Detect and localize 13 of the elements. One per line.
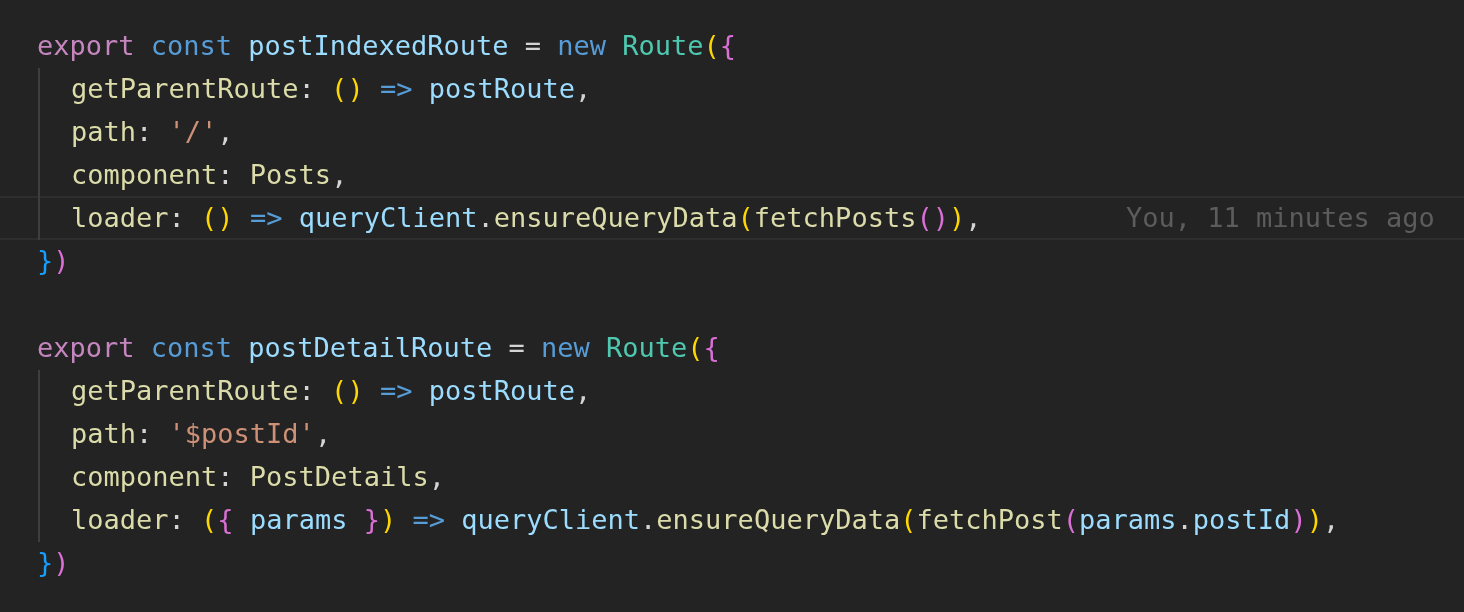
blame-annotation: You, 11 minutes ago: [1126, 201, 1435, 235]
code-line: component: Posts,: [71, 158, 348, 192]
code-line: export const postIndexedRoute = new Route({: [37, 29, 737, 63]
code-line: component: PostDetails,: [71, 460, 445, 494]
code-line: }): [37, 546, 70, 580]
code-line: loader: ({ params }) => queryClient.ensureQueryData(fetchPost(params.postId)),: [71, 503, 1340, 537]
code-line: getParentRoute: () => postRoute,: [71, 374, 592, 408]
code-line: export const postDetailRoute = new Route({: [37, 331, 720, 365]
code-line: getParentRoute: () => postRoute,: [71, 72, 592, 106]
code-line: }): [37, 244, 70, 278]
code-line: path: '$postId',: [71, 417, 332, 451]
code-line: loader: () => queryClient.ensureQueryData(fetchPosts()),: [71, 201, 982, 235]
code-line: path: '/',: [71, 115, 234, 149]
